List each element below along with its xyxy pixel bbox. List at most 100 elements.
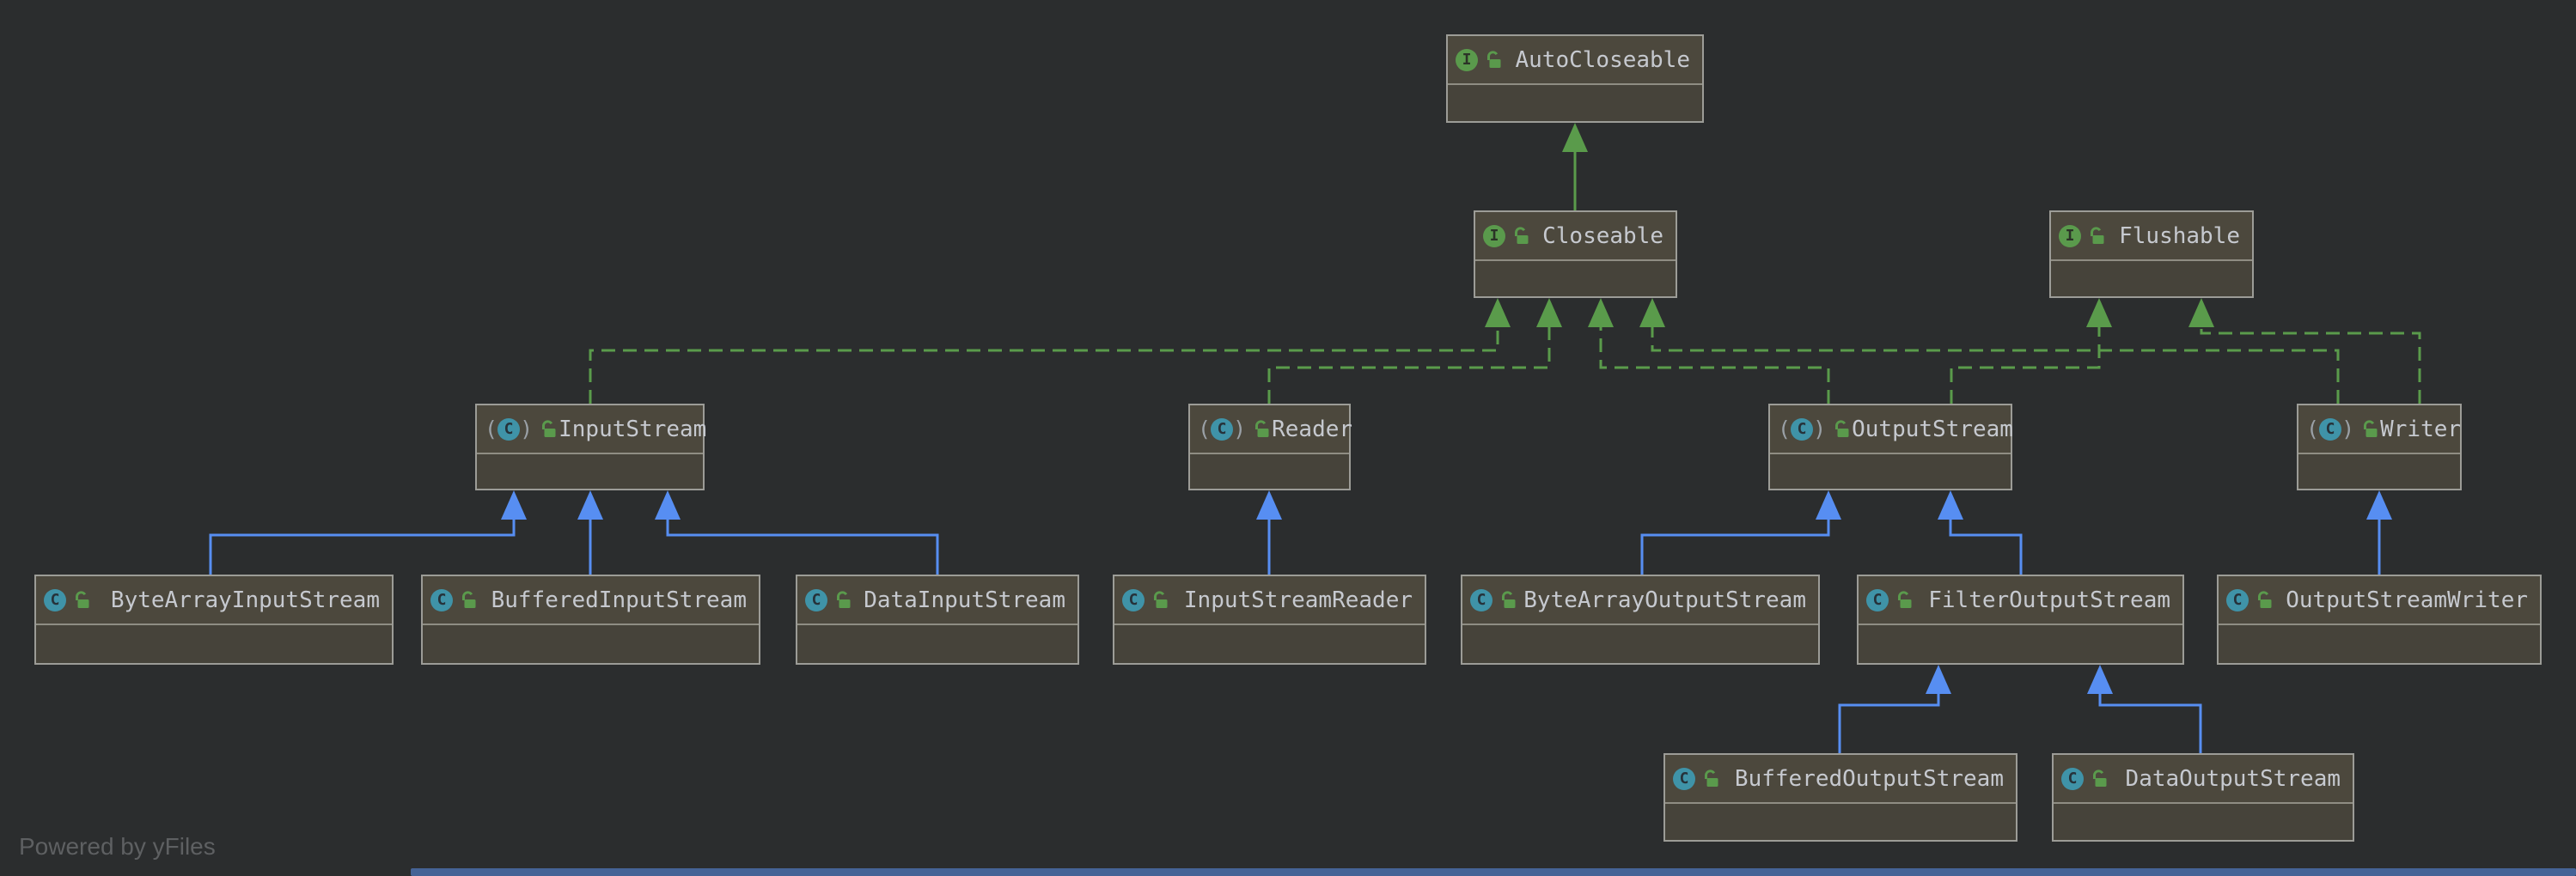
abstract-class-icon: (	[1198, 417, 1212, 441]
unlocked-lock-icon	[2093, 769, 2107, 787]
edge-Reader-to-Closeable	[1267, 298, 1562, 404]
edge-DataOutputStream-to-FilterOutputStream	[2087, 665, 2202, 753]
unlocked-lock-icon	[1835, 419, 1849, 437]
abstract-class-icon: (	[485, 417, 498, 441]
unlocked-lock-icon	[1705, 769, 1718, 787]
class-node-Reader[interactable]: (C)Reader	[1188, 404, 1353, 490]
class-node-OutputStream[interactable]: (C)OutputStream	[1768, 404, 2013, 490]
arrowhead-extends	[2087, 665, 2113, 694]
class-node-OutputStreamWriter[interactable]: C OutputStreamWriter	[2217, 575, 2542, 665]
class-node-Flushable[interactable]: I Flushable	[2049, 210, 2254, 298]
node-members-section	[36, 625, 392, 661]
edge-ByteArrayOutputStream-to-OutputStream	[1640, 490, 1841, 575]
arrowhead-implements	[1485, 298, 1511, 327]
node-members-section	[797, 625, 1077, 661]
class-node-DataInputStream[interactable]: C DataInputStream	[796, 575, 1079, 665]
unlocked-lock-icon	[1898, 590, 1912, 608]
class-icon: C	[1470, 588, 1492, 611]
node-header: I AutoCloseable	[1448, 36, 1702, 85]
class-icon: C	[805, 588, 827, 611]
class-icon: C	[2226, 588, 2249, 611]
edge-Closeable-to-AutoCloseable	[1562, 123, 1588, 210]
node-label: FilterOutputStream	[1928, 587, 2170, 613]
unlocked-lock-icon	[837, 590, 851, 608]
arrowhead-extends	[2366, 490, 2392, 520]
class-node-Writer[interactable]: (C)Writer	[2297, 404, 2462, 490]
edge-InputStream-to-Closeable	[589, 298, 1511, 404]
node-members-section	[477, 454, 703, 490]
class-node-ByteArrayOutputStream[interactable]: C ByteArrayOutputStream	[1461, 575, 1820, 665]
class-icon: C	[44, 588, 66, 611]
edge-BufferedInputStream-to-InputStream	[577, 490, 603, 575]
arrowhead-extends	[501, 490, 527, 520]
unlocked-lock-icon	[76, 590, 89, 608]
node-members-section	[1475, 261, 1676, 297]
node-label: Writer	[2380, 416, 2462, 442]
class-node-AutoCloseable[interactable]: I AutoCloseable	[1446, 34, 1704, 123]
arrowhead-interface-extends	[1562, 123, 1588, 152]
node-label: OutputStreamWriter	[2286, 587, 2528, 613]
arrowhead-implements	[1536, 298, 1562, 327]
unlocked-lock-icon	[1154, 590, 1168, 608]
class-icon: C	[430, 588, 453, 611]
class-icon: C	[1673, 767, 1695, 790]
unlocked-lock-icon	[1255, 419, 1269, 437]
node-label: InputStream	[559, 416, 707, 442]
node-members-section	[2051, 261, 2252, 297]
unlocked-lock-icon	[1515, 226, 1529, 244]
node-header: (C)Reader	[1190, 405, 1353, 454]
unlocked-lock-icon	[542, 419, 556, 437]
interface-icon: I	[1456, 48, 1478, 71]
unlocked-lock-icon	[2258, 590, 2272, 608]
node-label: Flushable	[2119, 222, 2240, 249]
node-members-section	[2298, 454, 2460, 490]
unlocked-lock-icon	[2364, 419, 2378, 437]
edge-OutputStreamWriter-to-Writer	[2366, 490, 2392, 575]
edge-Writer-to-Flushable	[2188, 298, 2421, 404]
unlocked-lock-icon	[2091, 226, 2104, 244]
edge-OutputStream-to-Closeable	[1588, 298, 1830, 404]
node-members-section	[1859, 625, 2182, 661]
node-members-section	[1448, 85, 1702, 121]
node-members-section	[2219, 625, 2540, 661]
node-members-section	[1770, 454, 2011, 490]
interface-icon: I	[1483, 224, 1505, 247]
node-label: ByteArrayOutputStream	[1523, 587, 1806, 613]
node-header: (C)OutputStream	[1770, 405, 2013, 454]
unlocked-lock-icon	[462, 590, 476, 608]
interface-icon: I	[2059, 224, 2081, 247]
node-label: DataInputStream	[864, 587, 1065, 613]
arrowhead-implements	[1588, 298, 1614, 327]
yfiles-watermark: Powered by yFiles	[19, 833, 216, 860]
node-header: C OutputStreamWriter	[2219, 576, 2540, 625]
node-header: (C)InputStream	[477, 405, 707, 454]
class-node-InputStream[interactable]: (C)InputStream	[475, 404, 707, 490]
arrowhead-extends	[1938, 490, 1963, 520]
node-header: C ByteArrayOutputStream	[1462, 576, 1818, 625]
node-header: C DataInputStream	[797, 576, 1077, 625]
class-icon: C	[1122, 588, 1145, 611]
node-label: Reader	[1272, 416, 1353, 442]
horizontal-scrollbar[interactable]	[411, 868, 2576, 876]
node-header: (C)Writer	[2298, 405, 2462, 454]
edge-ByteArrayInputStream-to-InputStream	[209, 490, 527, 575]
node-members-section	[1190, 454, 1349, 490]
arrowhead-implements	[1639, 298, 1665, 327]
edge-Writer-to-Closeable	[1639, 298, 2340, 404]
node-label: AutoCloseable	[1515, 46, 1691, 73]
edge-BufferedOutputStream-to-FilterOutputStream	[1838, 665, 1951, 753]
